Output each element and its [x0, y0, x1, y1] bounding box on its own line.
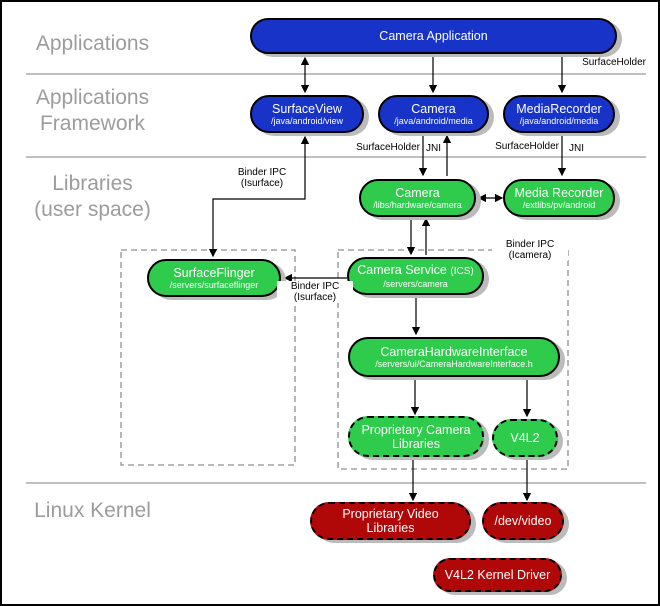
node-camerahardwareinterface: CameraHardwareInterface /servers/ui/Came… [348, 337, 560, 377]
node-subtitle: /extlibs/pv/android [522, 200, 596, 210]
node-subtitle: /java/android/media [394, 116, 473, 126]
node-title: Proprietary Video Libraries [342, 507, 439, 535]
node-dev-video: /dev/video [482, 502, 564, 540]
node-subtitle: /libs/hardware/camera [373, 200, 462, 210]
edge-label-jni-media: JNI [569, 143, 584, 154]
node-title: V4L2 [510, 431, 540, 445]
node-title: Camera Service (ICS) [357, 263, 473, 279]
cameraservice-process-box [337, 249, 569, 470]
node-title: /dev/video [494, 514, 552, 528]
node-title-main: Camera Service [357, 263, 447, 277]
node-title: Camera Application [379, 29, 488, 43]
node-title: SurfaceFlinger [173, 266, 255, 280]
node-mediarecorder-framework: MediaRecorder /java/android/media [503, 95, 615, 133]
node-title-suffix: (ICS) [450, 266, 474, 277]
layer-label-framework-line2: Framework [39, 112, 145, 135]
node-title: MediaRecorder [516, 102, 602, 116]
node-v4l2: V4L2 [492, 419, 558, 457]
process-boundary-boxes [120, 249, 569, 470]
edge-label-line1: Binder IPC [237, 167, 287, 178]
node-title: Camera [411, 102, 456, 116]
node-subtitle: /java/android/view [270, 116, 344, 126]
node-camera-framework: Camera /java/android/media [378, 95, 489, 133]
edge-label-line1: Binder IPC [505, 239, 555, 250]
edge-label-surfaceholder-app: SurfaceHolder [582, 57, 646, 68]
edge-label-line2: (Isurface) [240, 178, 284, 189]
edge-label-line2: (Isurface) [293, 292, 337, 303]
layer-label-libraries: Libraries (user space) [25, 171, 160, 223]
edge-label-line1: Binder IPC [290, 281, 340, 292]
layer-label-applications: Applications [35, 32, 150, 55]
node-surfaceflinger: SurfaceFlinger /servers/surfaceflinger [147, 259, 281, 297]
node-subtitle: /java/android/media [519, 116, 599, 126]
layer-label-linux-kernel: Linux Kernel [34, 499, 151, 522]
node-title: CameraHardwareInterface [380, 345, 528, 359]
layer-dividers [26, 73, 646, 484]
node-proprietary-camera-libraries: Proprietary Camera Libraries [348, 416, 484, 457]
node-camera-application: Camera Application [250, 18, 617, 54]
node-camera-library: Camera /libs/hardware/camera [359, 179, 476, 217]
layer-label-libraries-line2: (user space) [34, 198, 151, 221]
node-title: Camera [395, 186, 440, 200]
surfaceflinger-process-box [120, 249, 296, 466]
layer-label-libraries-line1: Libraries [52, 172, 133, 195]
node-title: Media Recorder [514, 186, 604, 200]
node-camera-service: Camera Service (ICS) /servers/camera [347, 257, 484, 295]
node-surfaceview: SurfaceView /java/android/view [250, 95, 364, 133]
node-subtitle: /servers/ui/CameraHardwareInterface.h [375, 359, 533, 369]
edge-label-surfaceholder-media: SurfaceHolder [495, 141, 559, 152]
edge-label-binder-ipc-isurface-mid: Binder IPC (Isurface) [277, 281, 353, 303]
node-title: Proprietary Camera Libraries [361, 422, 471, 451]
edge-label-line2: (Icamera) [508, 250, 552, 261]
edge-label-surfaceholder-camera: SurfaceHolder [356, 142, 420, 153]
node-subtitle: /servers/surfaceflinger [169, 280, 259, 290]
node-title: V4L2 Kernel Driver [444, 568, 551, 582]
layer-label-framework: Applications Framework [25, 85, 160, 137]
node-mediarecorder-library: Media Recorder /extlibs/pv/android [503, 179, 615, 217]
edge-label-jni-camera: JNI [426, 143, 441, 154]
node-subtitle: /servers/camera [383, 279, 448, 289]
arrows [208, 56, 567, 502]
node-proprietary-video-libraries: Proprietary Video Libraries [310, 502, 471, 540]
edge-label-binder-ipc-icamera: Binder IPC (Icamera) [492, 239, 568, 261]
node-v4l2-kernel-driver: V4L2 Kernel Driver [433, 558, 562, 592]
layer-label-framework-line1: Applications [35, 86, 150, 109]
node-title: SurfaceView [272, 102, 342, 116]
edge-label-binder-ipc-isurface-top: Binder IPC (Isurface) [224, 167, 300, 189]
